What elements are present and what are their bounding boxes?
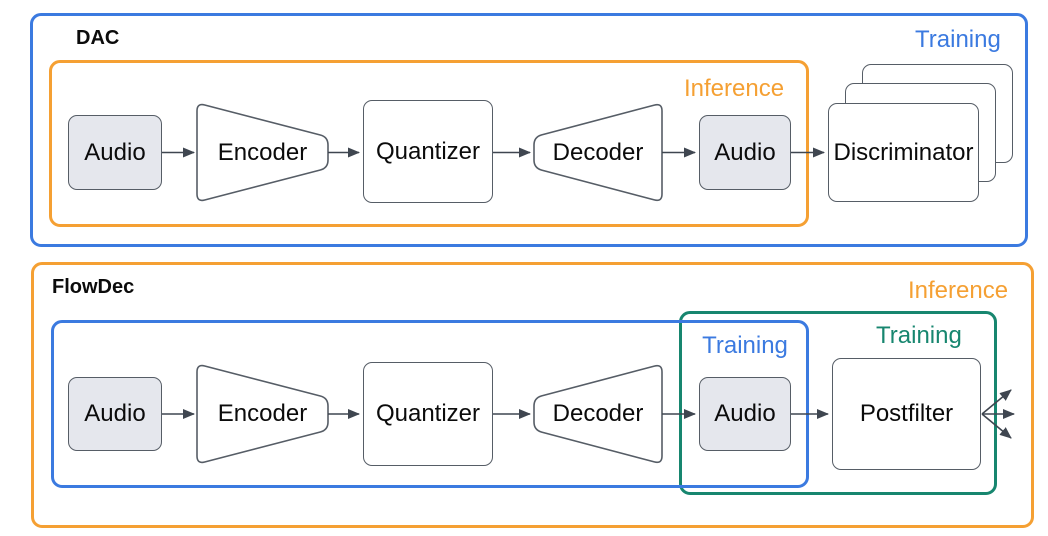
flowdec-codec-training-box	[51, 320, 809, 488]
dac-node-audio-out: Audio	[699, 115, 791, 190]
node-discriminator: Discriminator	[828, 103, 979, 202]
flowdec-encoder-shape	[196, 364, 329, 464]
dac-node-quantizer: Quantizer	[363, 100, 493, 203]
dac-node-audio-in: Audio	[68, 115, 162, 190]
dac-training-label: Training	[915, 26, 1001, 53]
dac-training-box	[30, 13, 1028, 247]
flowdec-training-label-codec: Training	[702, 332, 788, 359]
dac-decoder-shape	[533, 103, 663, 202]
flowdec-inference-label: Inference	[908, 277, 1009, 304]
flowdec-decoder-shape	[533, 364, 663, 464]
dac-inference-box	[49, 60, 809, 227]
dac-title: DAC	[76, 27, 120, 49]
flowdec-title: FlowDec	[52, 276, 135, 298]
flowdec-node-postfilter: Postfilter	[832, 358, 981, 470]
arrow-postfilter-output-up	[981, 389, 1012, 415]
flowdec-training-label-postfilter: Training	[876, 322, 962, 349]
dac-inference-label: Inference	[684, 75, 785, 102]
flowdec-node-audio-in: Audio	[68, 377, 162, 451]
arrow-postfilter-output-down	[981, 413, 1012, 439]
flowdec-node-quantizer: Quantizer	[363, 362, 493, 466]
flowdec-inference-box	[31, 262, 1034, 528]
dac-encoder-shape	[196, 103, 329, 202]
flowdec-node-audio-out: Audio	[699, 377, 791, 451]
